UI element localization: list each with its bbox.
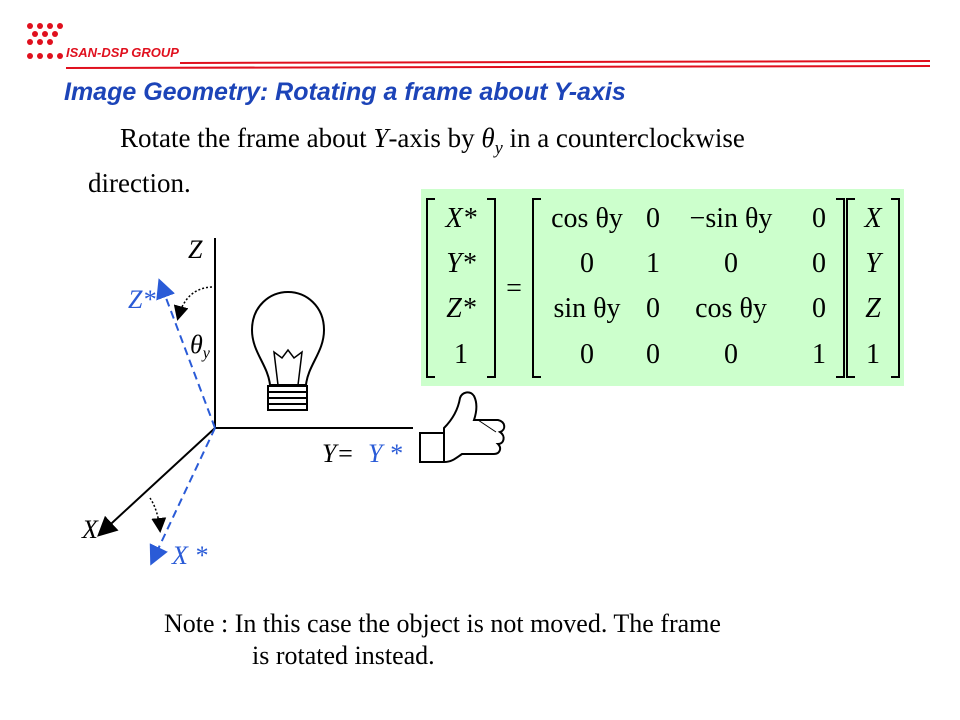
axis-z-star-label: Z* [128, 285, 155, 314]
header-rule [65, 60, 931, 69]
m-2-3: 0 [812, 293, 826, 324]
x-rotation-arc [149, 497, 167, 533]
lhs-2: Z* [446, 293, 476, 324]
m-2-0: sin θy [553, 293, 620, 324]
m-1-3: 0 [812, 248, 826, 279]
m-3-3: 1 [812, 339, 826, 370]
intro-line-1: Rotate the frame about Y-axis by θy in a… [88, 120, 888, 165]
lhs-0: X* [444, 203, 476, 234]
axis-x-star-label: X * [171, 541, 207, 570]
m-1-2: 0 [724, 248, 738, 279]
intro-axis: Y [373, 123, 389, 153]
matrix-bracket-left [532, 198, 541, 378]
page-title: Image Geometry: Rotating a frame about Y… [64, 78, 626, 106]
note-line-2: is rotated instead. [252, 641, 435, 670]
intro-text: Rotate the frame about Y-axis by θy in a… [88, 120, 888, 201]
z-rotation-arc [173, 286, 213, 321]
m-0-2: −sin θy [690, 203, 773, 234]
intro-text-a: Rotate the frame about [120, 123, 374, 153]
rhs-2: Z [865, 293, 881, 324]
intro-text-c: in a counterclockwise [502, 123, 745, 153]
rhs-bracket-left [846, 198, 855, 378]
x-star-axis-line [149, 427, 216, 566]
intro-theta-sub: y [494, 137, 503, 158]
rhs-bracket-right [891, 198, 900, 378]
note-line-1: Note : In this case the object is not mo… [164, 609, 721, 638]
rhs-1: Y [865, 248, 884, 279]
axis-y-label: Y= [322, 439, 354, 468]
axis-y-star-label: Y * [368, 439, 402, 468]
lhs-3: 1 [454, 339, 468, 370]
m-1-0: 0 [580, 248, 594, 279]
m-0-3: 0 [812, 203, 826, 234]
x-axis-line [97, 427, 216, 537]
m-3-0: 0 [580, 339, 594, 370]
intro-theta: θ [481, 123, 495, 153]
m-2-1: 0 [646, 293, 660, 324]
thumbs-up-icon [419, 391, 506, 463]
intro-line-2: direction. [88, 168, 191, 199]
m-3-2: 0 [724, 339, 738, 370]
m-1-1: 1 [646, 248, 660, 279]
matrix-equation: X* Y* Z* 1 = cos θy 0 −sin θy 0 0 1 0 0 … [426, 198, 900, 378]
equals-sign: = [506, 273, 522, 304]
rhs-0: X [863, 203, 882, 234]
angle-theta-label: θy [190, 330, 211, 362]
rotation-matrix: X* Y* Z* 1 = cos θy 0 −sin θy 0 0 1 0 0 … [421, 189, 904, 386]
lhs-bracket-right [487, 198, 496, 378]
intro-text-b: -axis by [388, 123, 482, 153]
group-name: ISAN-DSP GROUP [66, 45, 179, 60]
logo-dots-icon [27, 23, 63, 59]
m-0-1: 0 [646, 203, 660, 234]
m-3-1: 0 [646, 339, 660, 370]
light-bulb-icon [250, 290, 326, 411]
lhs-bracket-left [426, 198, 435, 378]
z-star-axis-line [156, 278, 216, 429]
matrix-bracket-right [836, 198, 845, 378]
axis-z-label: Z [188, 235, 203, 264]
axis-x-label: X [81, 515, 99, 544]
rhs-3: 1 [866, 339, 880, 370]
m-2-2: cos θy [695, 293, 767, 324]
lhs-1: Y* [446, 248, 476, 279]
m-0-0: cos θy [551, 203, 623, 234]
